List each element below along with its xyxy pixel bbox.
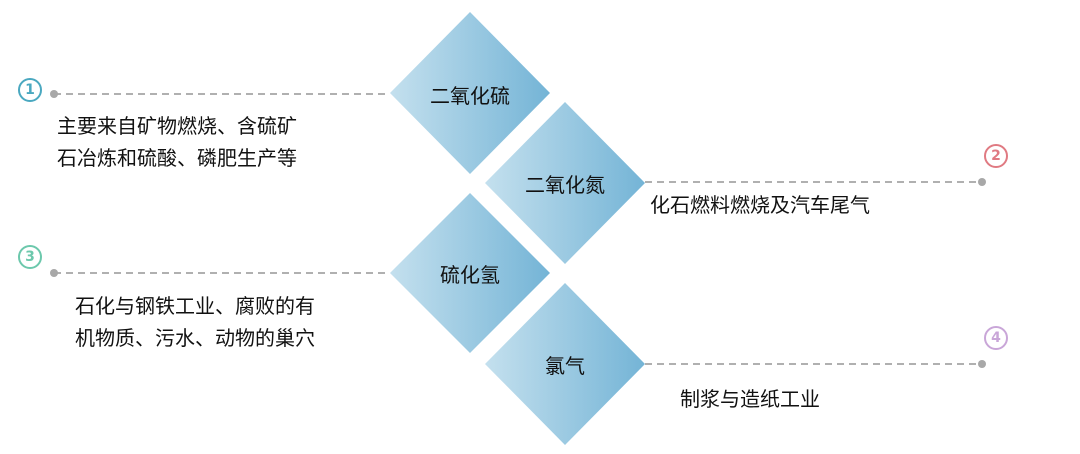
connector-dot-2: [978, 178, 986, 186]
description-1-line-2: 石冶炼和硫酸、磷肥生产等: [57, 146, 297, 170]
description-3-line-1: 石化与钢铁工业、腐败的有: [75, 294, 315, 318]
description-2-line-1: 化石燃料燃烧及汽车尾气: [650, 193, 870, 217]
diamond-4: [485, 283, 645, 445]
diamond-label-1: 二氧化硫: [430, 84, 510, 108]
description-3: 石化与钢铁工业、腐败的有 机物质、污水、动物的巢穴: [75, 290, 315, 354]
connector-dot-3: [50, 269, 58, 277]
description-4-line-1: 制浆与造纸工业: [680, 387, 820, 411]
connector-dot-1: [50, 90, 58, 98]
number-badge-4: 4: [984, 326, 1008, 350]
diamond-1: [390, 12, 550, 174]
description-1-line-1: 主要来自矿物燃烧、含硫矿: [57, 114, 297, 138]
diamond-2: [485, 102, 645, 264]
description-3-line-2: 机物质、污水、动物的巢穴: [75, 326, 315, 350]
diamond-label-3: 硫化氢: [440, 263, 500, 287]
number-badge-1: 1: [18, 78, 42, 102]
number-badge-3: 3: [18, 245, 42, 269]
diamond-label-4: 氯气: [545, 354, 585, 378]
connector-dot-4: [978, 360, 986, 368]
diamond-3: [390, 193, 550, 353]
description-4: 制浆与造纸工业: [680, 383, 820, 415]
diamond-label-2: 二氧化氮: [525, 173, 605, 197]
number-badge-2: 2: [984, 144, 1008, 168]
description-2: 化石燃料燃烧及汽车尾气: [650, 189, 870, 221]
description-1: 主要来自矿物燃烧、含硫矿 石冶炼和硫酸、磷肥生产等: [57, 110, 297, 174]
